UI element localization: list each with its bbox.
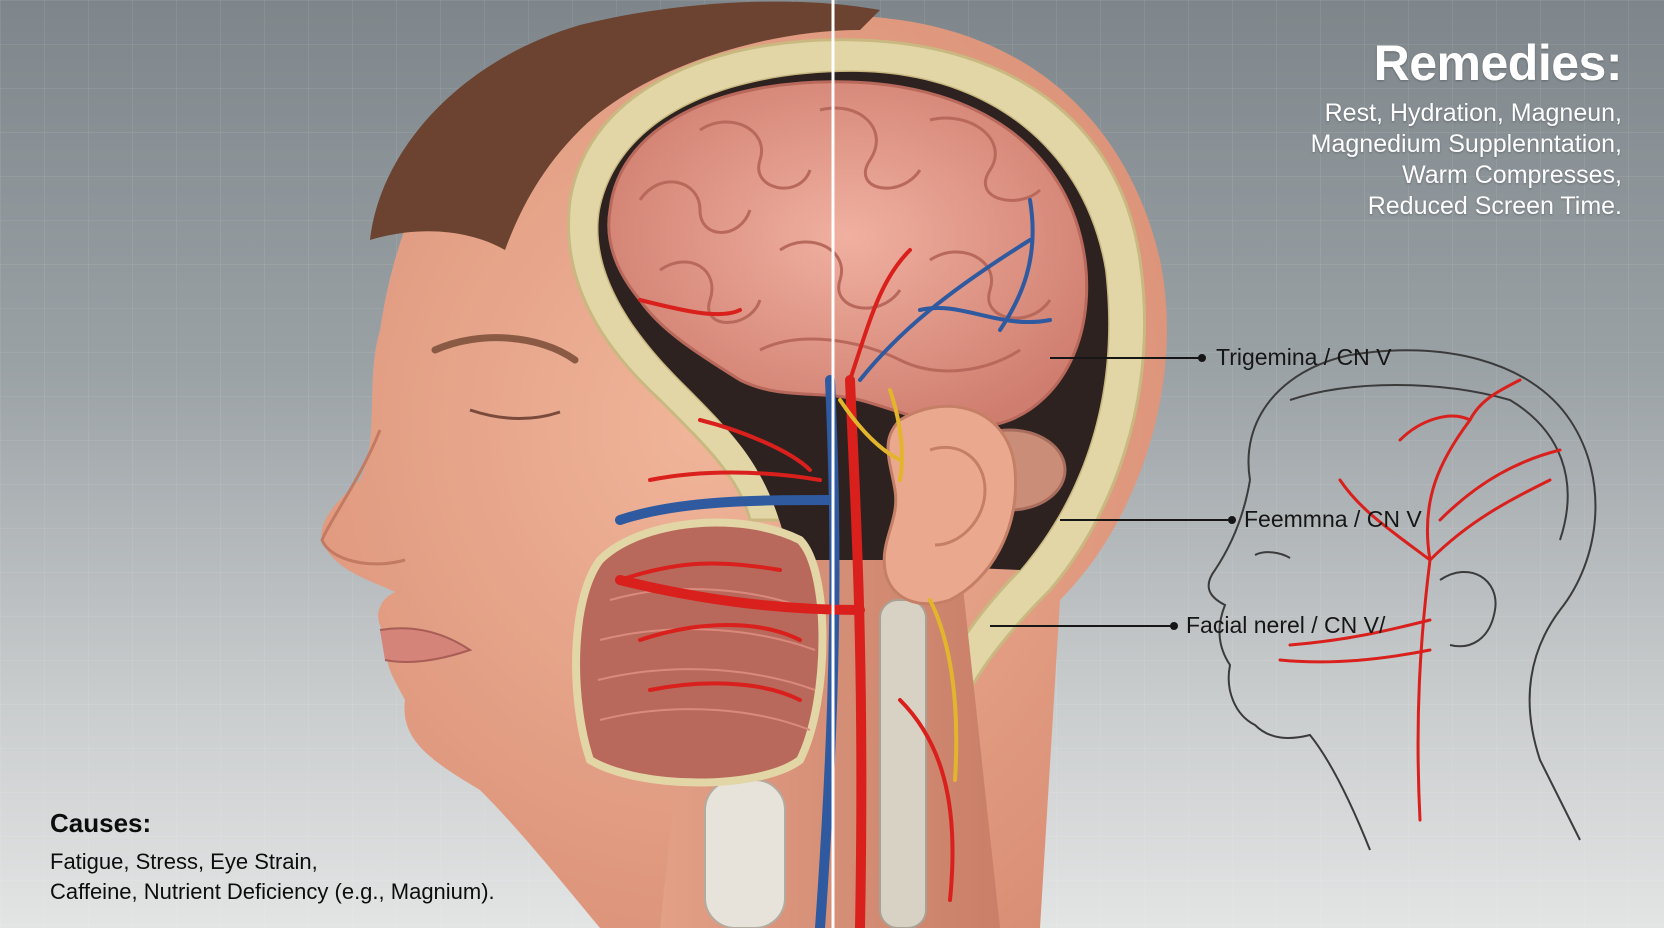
lips	[379, 627, 473, 663]
eyebrow	[431, 334, 579, 364]
hair	[370, 1, 880, 250]
label-trigeminal: Trigemina / CN V	[1216, 344, 1392, 370]
trachea	[704, 779, 786, 928]
label-feemmna: Feemmna / CN V	[1244, 506, 1422, 532]
veins-thin	[858, 198, 1052, 382]
ear	[882, 404, 1018, 606]
remedies-title: Remedies:	[1373, 35, 1623, 91]
closed-eye	[469, 408, 561, 420]
sketch-arteries	[1278, 378, 1562, 822]
remedies-line: Warm Compresses,	[1402, 161, 1622, 189]
nose	[320, 429, 406, 566]
causes-title: Causes:	[50, 808, 152, 838]
causes-line: Fatigue, Stress, Eye Strain,	[50, 849, 318, 874]
nerves	[838, 388, 959, 782]
remedies-line: Magnedium Supplenntation,	[1310, 130, 1622, 158]
spine	[879, 599, 927, 928]
label-dots	[1170, 354, 1236, 630]
remedies-line: Rest, Hydration, Magneun,	[1324, 99, 1622, 127]
causes-line: Caffeine, Nutrient Deficiency (e.g., Mag…	[50, 879, 495, 904]
remedies-panel: Remedies: Rest, Hydration, Magneun, Magn…	[1310, 34, 1623, 222]
oral-cavity	[572, 518, 827, 787]
arteries	[615, 375, 867, 928]
arteries-thin	[618, 248, 955, 902]
brain-gyri	[638, 106, 1052, 373]
label-facial-nerve: Facial nerel / CN V/	[1186, 612, 1386, 638]
causes-panel: Causes: Fatigue, Stress, Eye Strain, Caf…	[50, 808, 495, 907]
ear-inner	[929, 445, 987, 547]
remedies-line: Reduced Screen Time.	[1367, 192, 1622, 220]
label-leaders	[990, 357, 1230, 627]
outline-head-sketch	[1207, 349, 1597, 851]
